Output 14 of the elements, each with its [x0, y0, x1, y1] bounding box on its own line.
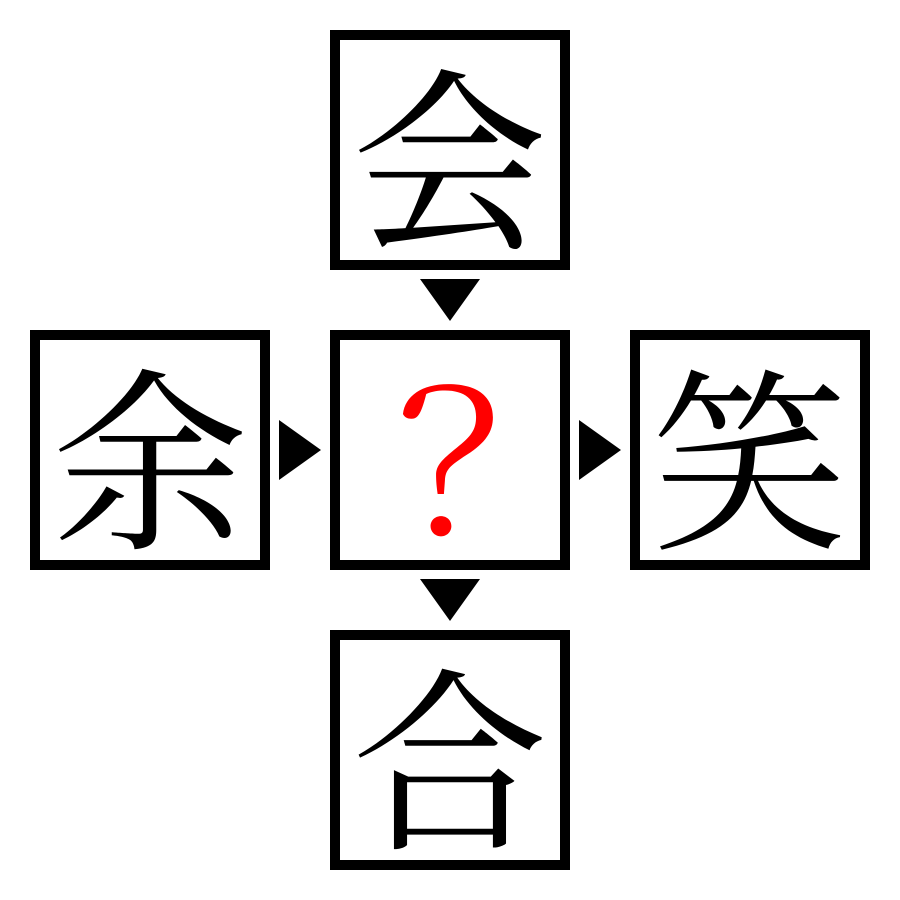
character-box — [30, 330, 270, 570]
arrow-triangle — [420, 579, 480, 621]
arrow-triangle — [420, 279, 480, 321]
character-box — [330, 30, 570, 270]
character-box — [630, 330, 870, 570]
kanji-character: 笑 — [652, 352, 848, 548]
kanji-character: 余 — [52, 352, 248, 548]
arrow-triangle — [279, 420, 321, 480]
question-mark: ？ — [352, 352, 548, 548]
arrow-triangle — [579, 420, 621, 480]
kanji-character: 会 — [352, 52, 548, 248]
character-box — [330, 630, 570, 870]
character-box — [330, 330, 570, 570]
kanji-character: 合 — [352, 652, 548, 848]
